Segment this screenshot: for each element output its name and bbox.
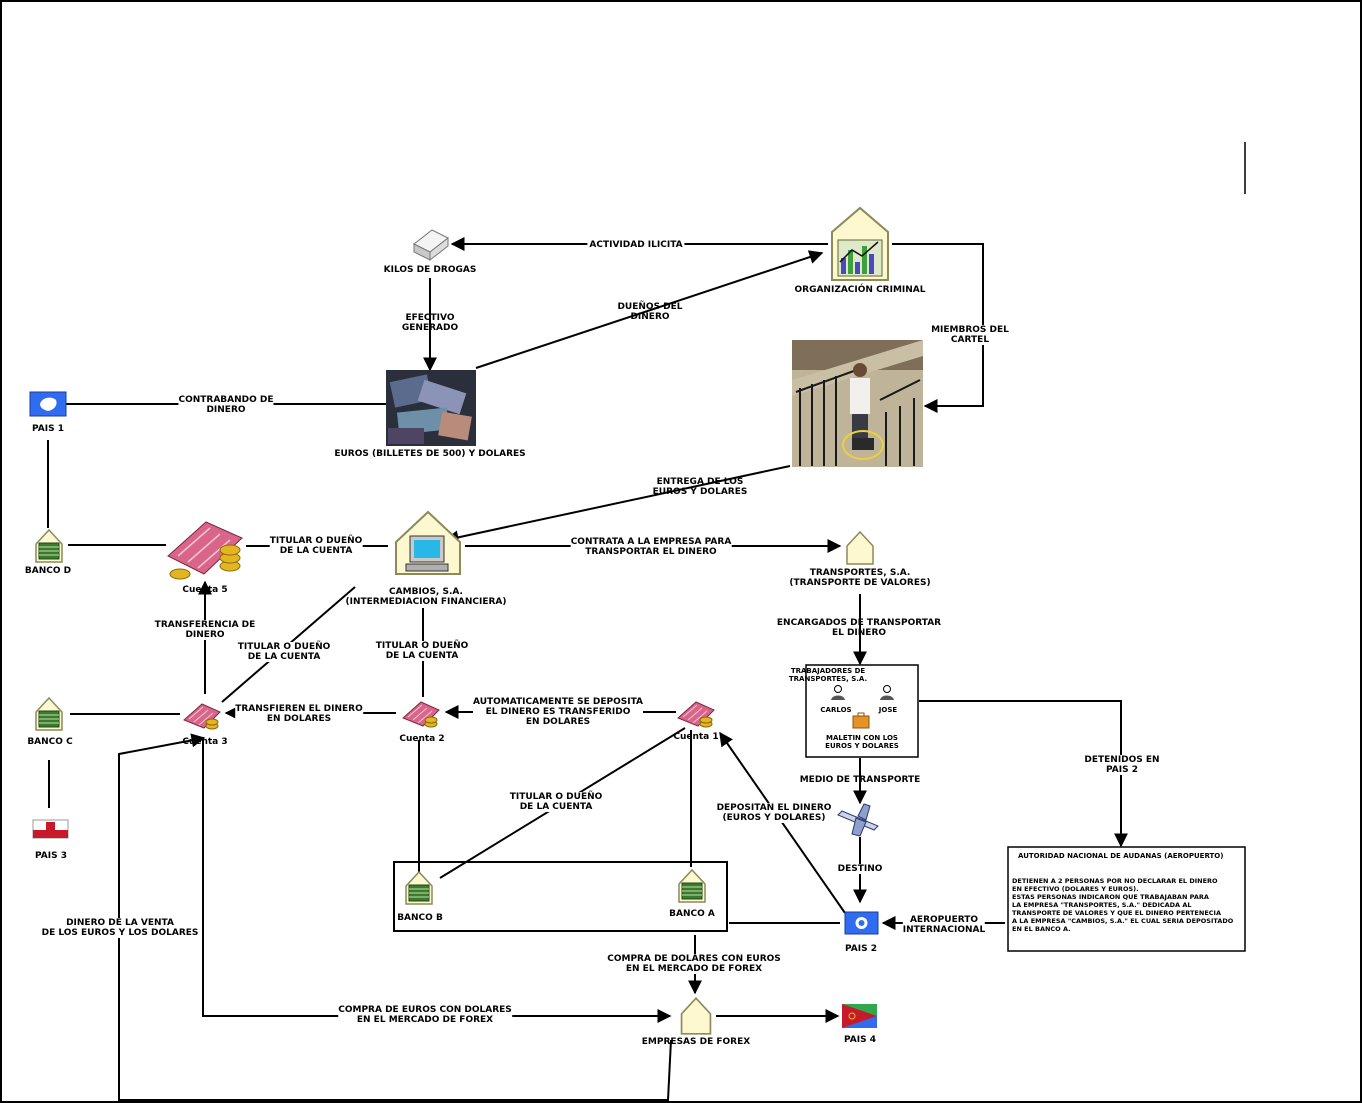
account-2-icon [402,701,440,728]
edge-label-delivery: ENTREGA DE LOS EUROS Y DOLARES [652,477,748,497]
edge-label-sale-proceeds: DINERO DE LA VENTA DE LOS EUROS Y LOS DO… [41,918,199,938]
label-bank-a: BANCO A [669,909,715,919]
transport-company-icon [846,531,874,565]
label-bank-b: BANCO B [397,913,443,923]
workers-box [805,664,919,758]
edge-label-illicit-activity: ACTIVIDAD ILICITA [587,240,685,250]
cash-photo [386,370,476,446]
label-cash: EUROS (BILLETES DE 500) Y DOLARES [334,449,526,459]
edge-label-account-2-holder: TITULAR O DUEÑO DE LA CUENTA [375,641,469,661]
exchange-house-computer-icon [395,510,461,575]
edge-label-account-5-holder: TITULAR O DUEÑO DE LA CUENTA [269,536,363,556]
worker-jose-name: JOSE [878,706,898,714]
edge-label-detained: DETENIDOS EN PAIS 2 [1084,755,1160,775]
edge-label-dollar-transfer: TRANSFIEREN EL DINERO EN DOLARES [235,704,363,724]
label-exchange-house: CAMBIOS, S.A. (INTERMEDIACION FINANCIERA… [345,587,507,607]
authority-box [1007,846,1246,952]
label-criminal-organization: ORGANIZACIÓN CRIMINAL [794,285,926,295]
drugs-icon [413,229,449,262]
authority-description: DETIENEN A 2 PERSONAS POR NO DECLARAR EL… [1012,877,1234,933]
label-drugs: KILOS DE DROGAS [383,265,477,275]
airplane-icon [837,803,879,837]
workers-title: TRABAJADORES DE TRANSPORTES, S.A. [788,667,868,683]
label-country-1: PAIS 1 [32,424,64,434]
forex-company-icon [680,997,712,1035]
edge-label-destination: DESTINO [837,864,883,874]
account-5-icon [167,521,243,580]
label-country-4: PAIS 4 [844,1035,876,1045]
edge-label-money-owners: DUEÑOS DEL DINERO [617,302,683,322]
label-bank-c: BANCO C [27,737,73,747]
worker-carlos-name: CARLOS [820,706,852,714]
label-transport-company: TRANSPORTES, S.A. (TRANSPORTE DE VALORES… [789,568,931,588]
label-account-3: Cuenta 3 [182,737,228,747]
banks-group-box [393,861,728,932]
label-account-5: Cuenta 5 [182,585,228,595]
edge-label-cash-smuggling: CONTRABANDO DE DINERO [178,395,274,415]
edge-label-international-airport: AEROPUERTO INTERNACIONAL [902,915,986,935]
worker-jose-icon [880,685,894,700]
edge-label-generated-cash: EFECTIVO GENERADO [401,313,459,333]
label-forex-companies: EMPRESAS DE FOREX [641,1037,751,1047]
edge-label-cartel-members: MIEMBROS DEL CARTEL [931,325,1009,345]
label-account-2: Cuenta 2 [399,734,445,744]
edge-label-money-transfer: TRANSFERENCIA DE DINERO [154,620,256,640]
country-4-flag-icon [842,1004,877,1028]
edge-label-account-3-holder: TITULAR O DUEÑO DE LA CUENTA [237,642,331,662]
connectors [47,237,1128,1101]
label-country-3: PAIS 3 [35,851,67,861]
authority-title: AUTORIDAD NACIONAL DE AUDANAS (AEROPUERT… [1018,852,1224,860]
edge-label-buy-dollars: COMPRA DE DOLARES CON EUROS EN EL MERCAD… [607,954,781,974]
edge-label-transport-responsible: ENCARGADOS DE TRANSPORTAR EL DINERO [776,618,942,638]
edge-label-account-1-holder: TITULAR O DUEÑO DE LA CUENTA [509,792,603,812]
bank-c-icon [35,697,63,731]
country-1-flag-icon [29,391,67,417]
account-1-icon [677,701,715,728]
label-bank-d: BANCO D [24,566,72,576]
edge-label-buy-euros: COMPRA DE EUROS CON DOLARES EN EL MERCAD… [338,1005,512,1025]
bank-d-icon [35,529,63,563]
country-3-flag-icon [32,819,69,839]
briefcase-icon [852,712,870,729]
briefcase-label: MALETIN CON LOS EUROS Y DOLARES [825,734,899,750]
account-3-icon [183,703,221,730]
edge-label-transport-means: MEDIO DE TRANSPORTE [799,775,921,785]
edge-label-deposit: DEPOSITAN EL DINERO (EUROS Y DOLARES) [716,803,832,823]
worker-carlos-icon [831,685,845,700]
bank-a-icon [678,869,706,903]
country-2-flag-icon [844,911,879,935]
label-account-1: Cuenta 1 [673,732,719,742]
edge-label-hires-company: CONTRATA A LA EMPRESA PARA TRANSPORTAR E… [570,537,732,557]
bank-b-icon [405,871,433,905]
label-country-2: PAIS 2 [845,944,877,954]
cartel-photo [792,340,923,467]
edge-label-automatic-deposit: AUTOMATICAMENTE SE DEPOSITA EL DINERO ES… [473,697,643,727]
criminal-organization-icon [831,206,889,281]
